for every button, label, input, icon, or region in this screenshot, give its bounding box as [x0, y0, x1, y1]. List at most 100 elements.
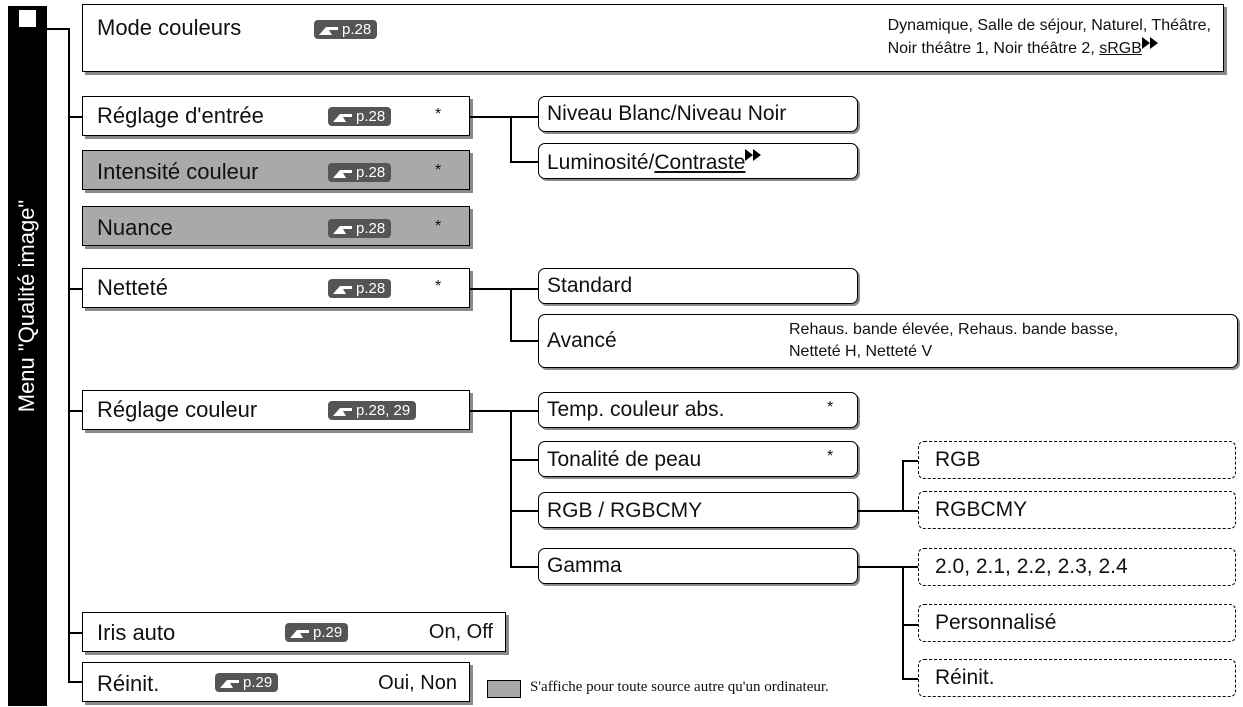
connector: [47, 28, 69, 30]
connector: [858, 566, 918, 568]
sub-gamma[interactable]: Gamma: [538, 548, 858, 584]
hand-pointer-icon: [333, 169, 352, 178]
item-nuance[interactable]: Nuance p.28 *: [82, 206, 470, 246]
menu-square-icon: [19, 10, 36, 27]
item-reglage-couleur[interactable]: Réglage couleur p.28, 29: [82, 390, 470, 430]
connector: [902, 624, 918, 626]
item-intensite-couleur[interactable]: Intensité couleur p.28 *: [82, 150, 470, 190]
item-label: Réglage couleur: [97, 397, 258, 422]
connector: [68, 681, 82, 683]
connector: [510, 161, 538, 163]
page-ref-badge[interactable]: p.28: [328, 163, 392, 182]
sub-tonalite-peau[interactable]: Tonalité de peau *: [538, 441, 858, 477]
star-marker: *: [827, 399, 834, 416]
page-ref-badge[interactable]: p.28: [328, 107, 392, 126]
sub-label: RGB / RGBCMY: [547, 499, 703, 522]
sub-luminosite[interactable]: Luminosité/Contraste: [538, 143, 858, 179]
option-rgb[interactable]: RGB: [918, 441, 1236, 479]
item-label: Réglage d'entrée: [97, 103, 264, 128]
option-gamma-values[interactable]: 2.0, 2.1, 2.2, 2.3, 2.4: [918, 548, 1236, 586]
item-label: Mode couleurs: [97, 15, 242, 40]
connector: [510, 340, 538, 342]
sub-label: Standard: [547, 274, 633, 297]
double-arrow-icon: [1141, 37, 1158, 49]
sub-label: Luminosité/Contraste: [547, 149, 763, 175]
connector: [510, 566, 538, 568]
page-ref-badge[interactable]: p.28, 29: [328, 401, 417, 420]
connector: [510, 410, 512, 568]
sub-label: Gamma: [547, 554, 622, 577]
sub-label: Tonalité de peau: [547, 448, 702, 471]
page-ref-badge[interactable]: p.28: [314, 20, 378, 39]
option-label: 2.0, 2.1, 2.2, 2.3, 2.4: [935, 555, 1128, 578]
connector: [470, 116, 538, 118]
star-marker: *: [435, 106, 442, 123]
star-marker: *: [435, 162, 442, 179]
hand-pointer-icon: [290, 629, 309, 638]
item-iris-auto[interactable]: Iris auto p.29 On, Off: [82, 612, 506, 652]
item-label: Réinit.: [97, 671, 160, 696]
legend-swatch: [487, 680, 521, 698]
connector: [68, 632, 82, 634]
item-mode-couleurs[interactable]: Mode couleurs p.28 Dynamique, Salle de s…: [82, 4, 1224, 72]
sub-rgb-rgbcmy[interactable]: RGB / RGBCMY: [538, 492, 858, 528]
star-marker: *: [435, 278, 442, 295]
tree-trunk: [68, 28, 70, 683]
item-value: Oui, Non: [378, 672, 457, 694]
page-ref-badge[interactable]: p.29: [285, 623, 349, 642]
item-reglage-entree[interactable]: Réglage d'entrée p.28 *: [82, 96, 470, 136]
option-personnalise[interactable]: Personnalisé: [918, 604, 1236, 642]
menu-title: Menu "Qualité image": [14, 199, 39, 413]
connector: [510, 510, 538, 512]
item-label: Nuance: [97, 215, 173, 240]
connector: [858, 510, 924, 512]
hand-pointer-icon: [333, 407, 352, 416]
connector: [68, 410, 82, 412]
double-arrow-icon: [745, 149, 762, 161]
option-label: Personnalisé: [935, 611, 1057, 634]
item-label: Iris auto: [97, 620, 176, 645]
sub-label: Temp. couleur abs.: [547, 398, 725, 421]
page-ref-badge[interactable]: p.28: [328, 219, 392, 238]
sub-temp-couleur[interactable]: Temp. couleur abs. *: [538, 392, 858, 428]
hand-pointer-icon: [220, 679, 239, 688]
connector: [510, 288, 512, 342]
connector: [902, 460, 918, 462]
sub-label: Avancé: [547, 329, 617, 352]
star-marker: *: [435, 218, 442, 235]
option-label: Réinit.: [935, 666, 995, 689]
connector: [902, 460, 904, 512]
connector: [470, 410, 538, 412]
hand-pointer-icon: [333, 225, 352, 234]
connector: [510, 116, 512, 163]
sub-avance[interactable]: Avancé Rehaus. bande élevée, Rehaus. ban…: [538, 314, 1238, 368]
menu-title-bar: Menu "Qualité image": [8, 6, 47, 706]
item-value: On, Off: [428, 621, 493, 643]
option-rgbcmy[interactable]: RGBCMY: [918, 491, 1236, 529]
connector: [68, 288, 82, 290]
connector: [902, 566, 904, 680]
sub-label: Niveau Blanc/Niveau Noir: [547, 102, 787, 125]
page-ref-badge[interactable]: p.28: [328, 279, 392, 298]
item-options: Dynamique, Salle de séjour, Naturel, Thé…: [887, 17, 1211, 57]
option-label: RGB: [935, 448, 981, 471]
hand-pointer-icon: [319, 26, 338, 35]
star-marker: *: [827, 448, 834, 465]
connector: [902, 678, 918, 680]
option-gamma-reinit[interactable]: Réinit.: [918, 659, 1236, 697]
sub-standard[interactable]: Standard: [538, 268, 858, 304]
item-reinit[interactable]: Réinit. p.29 Oui, Non: [82, 662, 470, 702]
item-nettete[interactable]: Netteté p.28 *: [82, 268, 470, 308]
legend-text: S'affiche pour toute source autre qu'un …: [530, 679, 829, 695]
item-label: Intensité couleur: [97, 159, 259, 184]
sub-niveau[interactable]: Niveau Blanc/Niveau Noir: [538, 96, 858, 132]
page-ref-badge[interactable]: p.29: [215, 673, 279, 692]
item-label: Netteté: [97, 275, 168, 300]
connector: [68, 116, 82, 118]
sub-options: Rehaus. bande élevée, Rehaus. bande bass…: [789, 321, 1119, 360]
hand-pointer-icon: [333, 113, 352, 122]
hand-pointer-icon: [333, 285, 352, 294]
option-label: RGBCMY: [935, 498, 1028, 521]
connector: [470, 288, 538, 290]
connector: [510, 459, 538, 461]
